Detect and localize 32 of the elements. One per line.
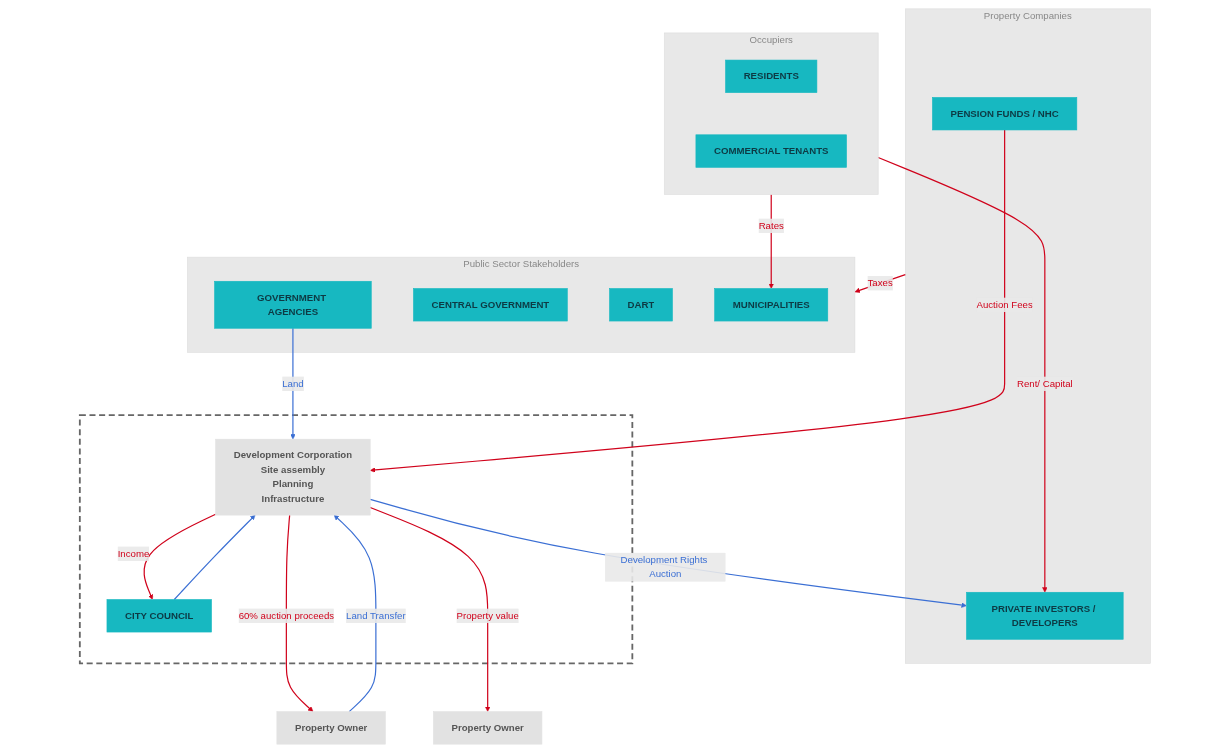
node-box: GOVERNMENT AGENCIES — [214, 280, 372, 329]
edge-label: Income — [118, 548, 150, 559]
node-box: PENSION FUNDS / NHC — [932, 97, 1078, 131]
arrow — [143, 513, 217, 600]
arrow — [855, 274, 907, 293]
arrow — [370, 129, 1006, 473]
node-box: CENTRAL GOVERNMENT — [413, 288, 569, 322]
edge-label: 60% auction proceeds — [239, 610, 335, 621]
arrow — [286, 514, 314, 712]
arrow — [334, 514, 377, 713]
node-box: RESIDENTS — [725, 59, 818, 93]
edge-label: Development Rights Auction — [620, 554, 708, 580]
edge-label: Auction Fees — [976, 299, 1034, 310]
edge-label: Land Transfer — [346, 610, 407, 621]
arrow — [290, 327, 296, 440]
arrow — [370, 506, 491, 712]
node-box: MUNICIPALITIES — [714, 288, 829, 322]
edge-label: Taxes — [867, 277, 894, 289]
node-box: CITY COUNCIL — [107, 599, 213, 633]
arrow — [878, 156, 1048, 593]
arrow — [174, 514, 256, 601]
node-box: Property Owner — [433, 711, 543, 745]
arrow — [370, 498, 968, 608]
node-box: COMMERCIAL TENANTS — [696, 134, 848, 168]
edge-label: Land — [282, 378, 305, 389]
node-box: PRIVATE INVESTORS / DEVELOPERS — [966, 591, 1124, 640]
node-box: Property Owner — [276, 711, 387, 745]
edge-label: Rates — [759, 220, 785, 231]
edge-label: Property value — [457, 610, 520, 621]
edge-label: Rent/ Capital — [1017, 378, 1074, 389]
node-box: DART — [609, 288, 674, 322]
node-box: Development Corporation Site assembly Planning Infrastructure — [215, 438, 371, 516]
